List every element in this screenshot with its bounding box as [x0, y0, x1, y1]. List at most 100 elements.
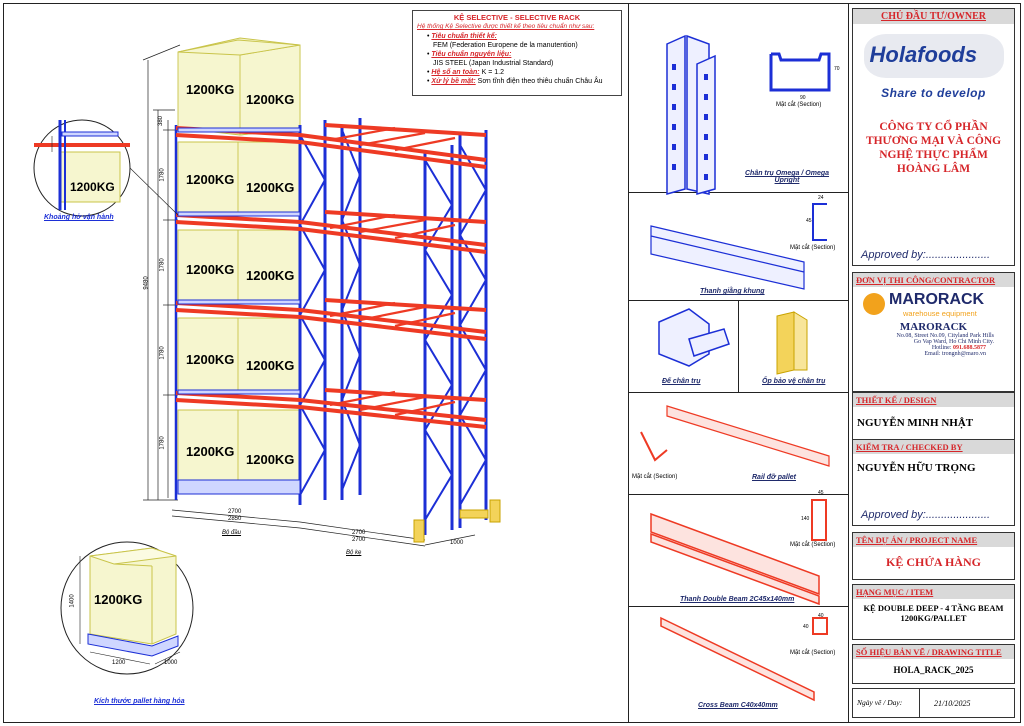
contractor-block: ĐƠN VỊ THI CÔNG/CONTRACTOR MARORACK ware… — [852, 272, 1015, 392]
column-guard-drawing — [776, 311, 808, 375]
double-beam-drawing — [650, 512, 820, 606]
contractor-logo-text: MARORACK — [889, 291, 985, 308]
date-value: 21/10/2025 — [934, 698, 971, 708]
date-label: Ngày vẽ / Day: — [853, 689, 920, 717]
owner-header: CHỦ ĐẦU TƯ/OWNER — [853, 9, 1014, 24]
cross-beam-section — [812, 617, 828, 635]
drawing-no: HOLA_RACK_2025 — [893, 665, 974, 675]
detail-pallet-content — [89, 547, 177, 645]
load-label-top-2: 1200KG — [246, 92, 295, 107]
spec-intro: Hệ thống Kệ Selective được thiết kế theo… — [417, 23, 595, 30]
load-label-l2b: 1200KG — [246, 358, 295, 373]
item-name: KỆ DOUBLE DEEP - 4 TẦNG BEAM 1200KG/PALL… — [863, 603, 1004, 623]
cross-w: 40 — [818, 613, 824, 619]
cross-beam-drawing — [660, 616, 815, 702]
dim-height-total: 9480 — [143, 276, 150, 290]
label-clearance: Khoảng hở vận hành — [44, 214, 114, 221]
designer-name: NGUYỄN MINH NHẬT — [853, 407, 1014, 440]
dim-bay-right2: 2700 — [352, 537, 366, 543]
owner-name: CÔNG TY CỔ PHẦN THƯƠNG MẠI VÀ CÔNG NGHỆ … — [865, 121, 1002, 175]
divider-h5 — [628, 606, 848, 607]
load-label-l4a: 1200KG — [186, 172, 235, 187]
rail-section — [640, 431, 668, 462]
spec-item: • Xử lý bề mặt: Sơn tĩnh điện theo thiêu… — [427, 78, 603, 85]
detail-pallet-base — [87, 633, 179, 657]
dim-side: 1000 — [450, 540, 464, 546]
owner-approved: Approved by:..................... — [861, 249, 990, 261]
section-cross: Mặt cắt (Section) — [790, 650, 836, 656]
contractor-logo: MARORACK warehouse equipment — [853, 287, 1014, 321]
dim-bay-right: 2700 — [352, 530, 366, 536]
drawing-no-block: SỐ HIỆU BẢN VẼ / DRAWING TITLE HOLA_RACK… — [852, 644, 1015, 684]
caption-rail: Rail đỡ pallet — [752, 474, 796, 481]
load-label-detail: 1200KG — [70, 180, 115, 194]
beam-w: 45 — [818, 490, 824, 496]
owner-logo-text: Holafoods — [869, 42, 978, 67]
load-label-top-1: 1200KG — [186, 82, 235, 97]
contractor-email: Email: trongnh@maro.vn — [924, 351, 986, 357]
label-pallet-size: Kích thước pallet hàng hóa — [94, 698, 185, 705]
rack-isometric-drawing — [33, 37, 501, 675]
load-label-l1a: 1200KG — [186, 444, 235, 459]
item-block: HẠNG MỤC / ITEM KỆ DOUBLE DEEP - 4 TẦNG … — [852, 584, 1015, 640]
owner-slogan: Share to develop — [881, 86, 986, 100]
divider-h1 — [628, 192, 848, 193]
cross-h: 40 — [803, 624, 809, 630]
spec-box: KỆ SELECTIVE - SELECTIVE RACK Hệ thống K… — [412, 10, 622, 96]
detail-leader — [129, 167, 179, 216]
checker-name: NGUYỄN HỮU TRỌNG — [857, 462, 976, 474]
design-header: THIẾT KẾ / DESIGN — [853, 393, 1014, 407]
bracing-h: 45 — [806, 218, 812, 224]
drawing-no-header: SỐ HIỆU BẢN VẼ / DRAWING TITLE — [853, 645, 1014, 659]
pallet-dim-lines — [79, 556, 181, 665]
pallet-dim-w: 1200 — [112, 660, 126, 666]
dim-top: 380 — [158, 115, 165, 127]
section-rail: Mặt cắt (Section) — [632, 474, 678, 480]
divider-titleblock — [848, 4, 849, 722]
label-add-bay: Bộ kẹ — [346, 550, 362, 556]
column-guards — [413, 499, 501, 543]
section-beam: Mặt cắt (Section) — [790, 542, 836, 548]
pallets — [177, 127, 301, 495]
upright-holes — [672, 64, 708, 180]
upright-drawing — [666, 34, 716, 195]
caption-cross-beam: Cross Beam C40x40mm — [698, 702, 778, 709]
double-beam-section — [811, 499, 827, 541]
rail-drawing — [666, 405, 830, 467]
drawing-sheet — [3, 3, 1021, 723]
load-label-l3b: 1200KG — [246, 268, 295, 283]
owner-block: CHỦ ĐẦU TƯ/OWNER Holafoods Share to deve… — [852, 8, 1015, 266]
detail-clearance-content — [34, 120, 130, 210]
checker-header: KIỂM TRA / CHECKED BY — [853, 440, 1014, 454]
divider-h3 — [628, 392, 848, 393]
divider-main — [628, 4, 629, 722]
dim-level-1: 1780 — [159, 436, 166, 450]
upright-section — [769, 52, 831, 92]
spec-item: • Tiêu chuẩn thiết kế:FEM (Federation Eu… — [427, 33, 578, 49]
cross-beams — [329, 126, 456, 417]
contractor-address1: No.08, Street No.09, Cityland Park Hills — [896, 333, 995, 339]
dim-level-3: 1780 — [159, 258, 166, 272]
section-upright: Mặt cắt (Section) — [776, 102, 822, 108]
section-bracing: Mặt cắt (Section) — [790, 245, 836, 251]
caption-guard: Ốp bảo vệ chân trụ — [762, 378, 826, 385]
base-plate-drawing — [658, 308, 730, 367]
pallet-load-boxes — [177, 37, 301, 481]
contractor-hotline: Hotline: 091.688.5877 — [931, 345, 986, 351]
spec-title: KỆ SELECTIVE - SELECTIVE RACK — [453, 13, 581, 22]
project-block: TÊN DỰ ÁN / PROJECT NAME KỆ CHỨA HÀNG — [852, 532, 1015, 580]
caption-base-plate: Đế chân trụ — [662, 378, 701, 385]
contractor-logo-sub: warehouse equipment — [903, 309, 977, 318]
project-header: TÊN DỰ ÁN / PROJECT NAME — [853, 533, 1014, 547]
load-label-l3a: 1200KG — [186, 262, 235, 277]
contractor-address2: Go Vap Ward, Ho Chi Minh City. — [913, 339, 994, 345]
caption-upright: Chân trụ Omega / Omega Upright — [744, 170, 830, 184]
design-block: THIẾT KẾ / DESIGN NGUYỄN MINH NHẬT KIỂM … — [852, 392, 1015, 526]
load-label-l4b: 1200KG — [246, 180, 295, 195]
contractor-name: MARORACK — [899, 321, 968, 333]
dim-bay-width: 2700 — [228, 509, 242, 515]
spec-item: • Hệ số an toàn: K = 1.2 — [427, 69, 504, 76]
upright-h: 70 — [834, 66, 840, 72]
pallet-dim-h: 1400 — [69, 594, 76, 608]
component-details — [640, 34, 831, 702]
